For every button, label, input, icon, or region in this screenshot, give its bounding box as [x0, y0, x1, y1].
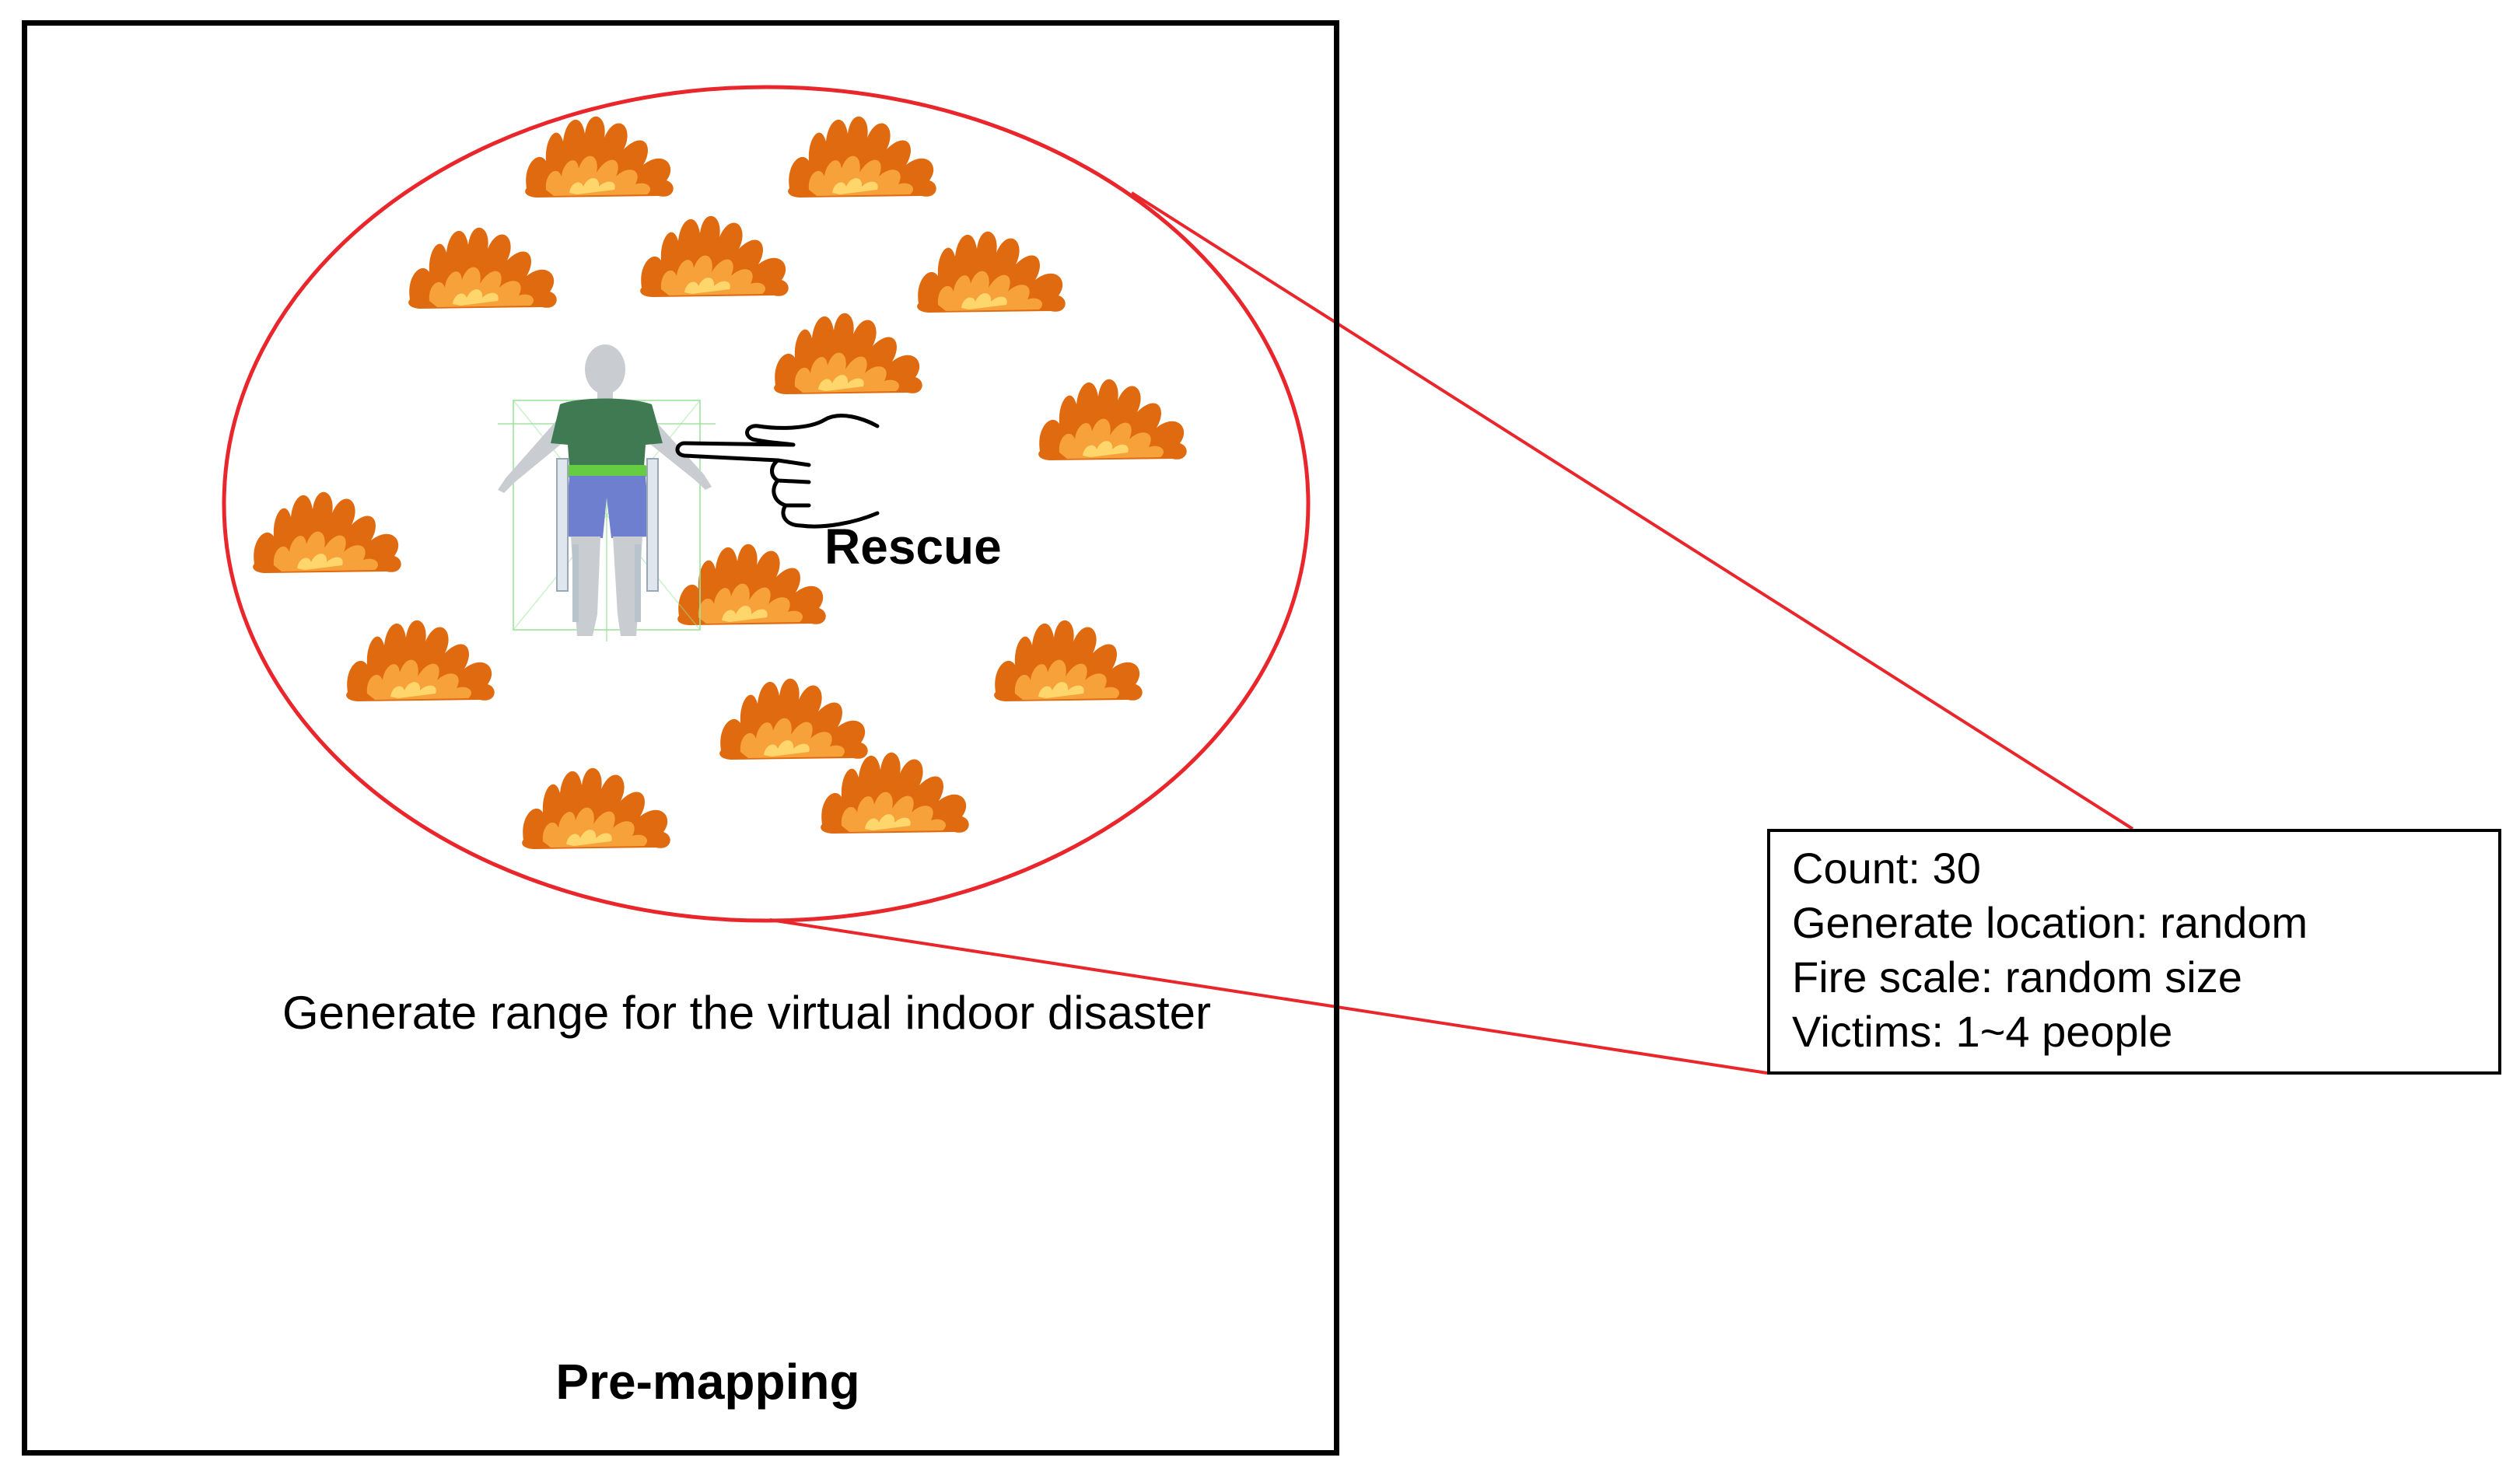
range-caption: Generate range for the virtual indoor di… — [282, 987, 1211, 1039]
disaster-range-ellipse — [222, 85, 1311, 923]
info-line-fire-scale: Fire scale: random size — [1792, 952, 2242, 1001]
info-line-victims: Victims: 1~4 people — [1792, 1007, 2173, 1056]
info-line-count: Count: 30 — [1792, 844, 1981, 893]
connector-line-upper — [1130, 191, 2134, 830]
person-figure — [498, 344, 716, 641]
pre-mapping-frame — [22, 20, 1339, 1456]
frame-label: Pre-mapping — [555, 1354, 860, 1410]
info-line-location: Generate location: random — [1792, 898, 2308, 947]
parameter-info-box: Count: 30 Generate location: random Fire… — [1767, 829, 2501, 1075]
rescue-label: Rescue — [824, 519, 1002, 575]
pointing-hand-icon — [675, 414, 880, 529]
connector-line-lower — [769, 918, 1768, 1075]
